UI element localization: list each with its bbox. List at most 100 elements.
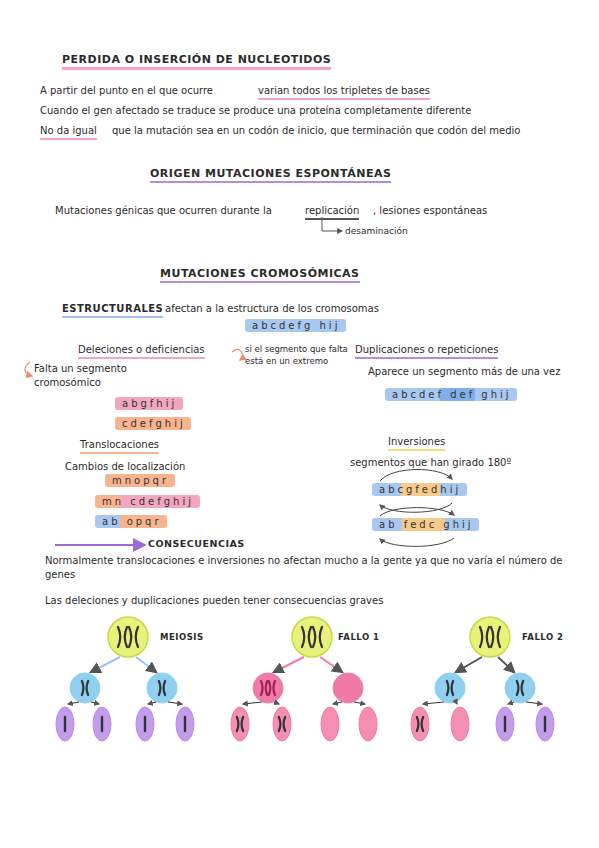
note-text: Cuando el gen afectado se traduce se pro… xyxy=(40,104,580,118)
chromosome-mark xyxy=(159,681,165,695)
gamete-oval xyxy=(321,707,339,741)
note-text: Deleciones o deficiencias xyxy=(78,343,205,359)
note-text: Cambios de localización xyxy=(65,460,185,474)
division-arrow xyxy=(274,702,279,704)
note-text: MUTACIONES CROMOSÓMICAS xyxy=(160,266,360,283)
note-text: , lesiones espontáneas xyxy=(373,204,487,218)
note-text: MEIOSIS xyxy=(160,632,204,644)
gamete-oval xyxy=(496,707,514,741)
chromosome-mark xyxy=(302,627,311,647)
division-arrow xyxy=(91,657,120,672)
gamete-oval xyxy=(176,707,194,741)
division-arrow xyxy=(333,702,342,704)
chromosome-mark xyxy=(491,627,500,647)
inversion-arrow xyxy=(380,508,454,516)
division-arrow xyxy=(320,657,342,672)
chromosome-mark xyxy=(129,627,138,647)
chromatid-mark xyxy=(544,717,546,731)
band-letters: abcgfedhij xyxy=(379,484,461,495)
cell-circle xyxy=(253,673,283,703)
note-text: que la mutación sea en un codón de inici… xyxy=(40,124,570,138)
cell-circle xyxy=(108,617,148,657)
division-arrow xyxy=(274,657,304,672)
note-text: Normalmente translocaciones e inversione… xyxy=(45,554,570,582)
section-arrow xyxy=(55,544,144,546)
note-text: Translocaciones xyxy=(80,438,159,454)
band-letters: abcdefg hij xyxy=(252,320,340,331)
chromatid-mark xyxy=(184,717,186,731)
band-letters: mnopqr xyxy=(112,475,169,486)
chromosome-mark xyxy=(279,717,285,731)
chromatid-mark xyxy=(101,717,103,731)
band-letters: ab opqr xyxy=(102,516,162,527)
inversion-arrow xyxy=(380,469,452,481)
division-arrow xyxy=(508,702,514,704)
gamete-oval xyxy=(56,707,74,741)
gamete-oval xyxy=(273,707,291,741)
band-letters: cdefghij xyxy=(122,418,186,429)
band-letters: mn cdefghij xyxy=(102,496,194,507)
division-arrow xyxy=(243,702,262,704)
gamete-oval xyxy=(231,707,249,741)
note-text: Inversiones xyxy=(388,435,445,451)
note-text: A partir del punto en el que ocurre xyxy=(40,84,213,98)
note-text: varian todos los tripletes de bases xyxy=(258,84,430,100)
note-text: Duplicaciones o repeticiones xyxy=(355,343,498,359)
chromosome-mark xyxy=(269,681,275,695)
cell-circle xyxy=(435,673,465,703)
note-text: desaminación xyxy=(345,225,408,238)
chromosome-band: abcgfedhij xyxy=(372,483,467,496)
chromosome-band: mnopqr xyxy=(105,474,175,487)
chromatid-mark xyxy=(144,717,146,731)
division-arrow xyxy=(354,702,365,704)
note-text: FALLO 2 xyxy=(522,632,564,644)
chromosome-mark xyxy=(447,681,453,695)
chromosome-mark xyxy=(480,627,489,647)
chromosome-band: cdefghij xyxy=(115,417,191,430)
chromosome-mark xyxy=(261,681,267,695)
gamete-oval xyxy=(136,707,154,741)
chromosome-band: mn cdefghij xyxy=(95,495,200,508)
gamete-oval xyxy=(359,707,377,741)
cell-circle xyxy=(505,673,535,703)
chromatid-mark xyxy=(64,717,66,731)
band-letters: abcdef def ghij xyxy=(392,389,512,400)
note-text: ESTRUCTURALES xyxy=(62,302,163,318)
division-arrow xyxy=(526,702,542,704)
note-text: CONSECUENCIAS xyxy=(148,537,245,550)
chromosome-mark xyxy=(82,681,88,695)
chromosome-band: abgfhij xyxy=(115,397,183,410)
division-arrow xyxy=(456,702,457,704)
note-text: ORIGEN MUTACIONES ESPONTÁNEAS xyxy=(150,166,391,183)
chromosome-band: abcdef def ghij xyxy=(385,388,517,401)
note-text: No da igual xyxy=(40,124,97,140)
division-arrow xyxy=(498,657,514,672)
note-text: replicación xyxy=(305,204,359,220)
division-arrow xyxy=(68,702,79,704)
division-arrow xyxy=(168,702,182,704)
note-text: Las deleciones y duplicaciones pueden te… xyxy=(45,594,575,608)
chromosome-band: ab opqr xyxy=(95,515,167,528)
band-letters: ab fedc ghij xyxy=(379,519,474,530)
cell-circle xyxy=(333,673,363,703)
division-arrow xyxy=(148,702,156,704)
note-text: Aparece un segmento más de una vez xyxy=(368,365,560,379)
cell-circle xyxy=(470,617,510,657)
chromosome-mark xyxy=(237,717,243,731)
note-text: segmentos que han girado 180º xyxy=(350,456,511,470)
meiosis-figure xyxy=(56,617,554,741)
chromosome-mark xyxy=(417,717,423,731)
gamete-oval xyxy=(93,707,111,741)
note-text: afectan a la estructura de los cromosoma… xyxy=(165,302,379,316)
band-letters: abgfhij xyxy=(122,398,177,409)
note-arrow xyxy=(232,349,242,360)
cell-circle xyxy=(147,673,177,703)
division-arrow xyxy=(91,702,99,704)
gamete-oval xyxy=(411,707,429,741)
chromosome-mark xyxy=(313,627,322,647)
chromosome-mark xyxy=(517,681,523,695)
chromatid-mark xyxy=(504,717,506,731)
division-arrow xyxy=(136,657,156,672)
page-title: PERDIDA O INSERCIÓN DE NUCLEOTIDOS xyxy=(62,52,331,70)
inversion-arrow xyxy=(380,538,454,546)
